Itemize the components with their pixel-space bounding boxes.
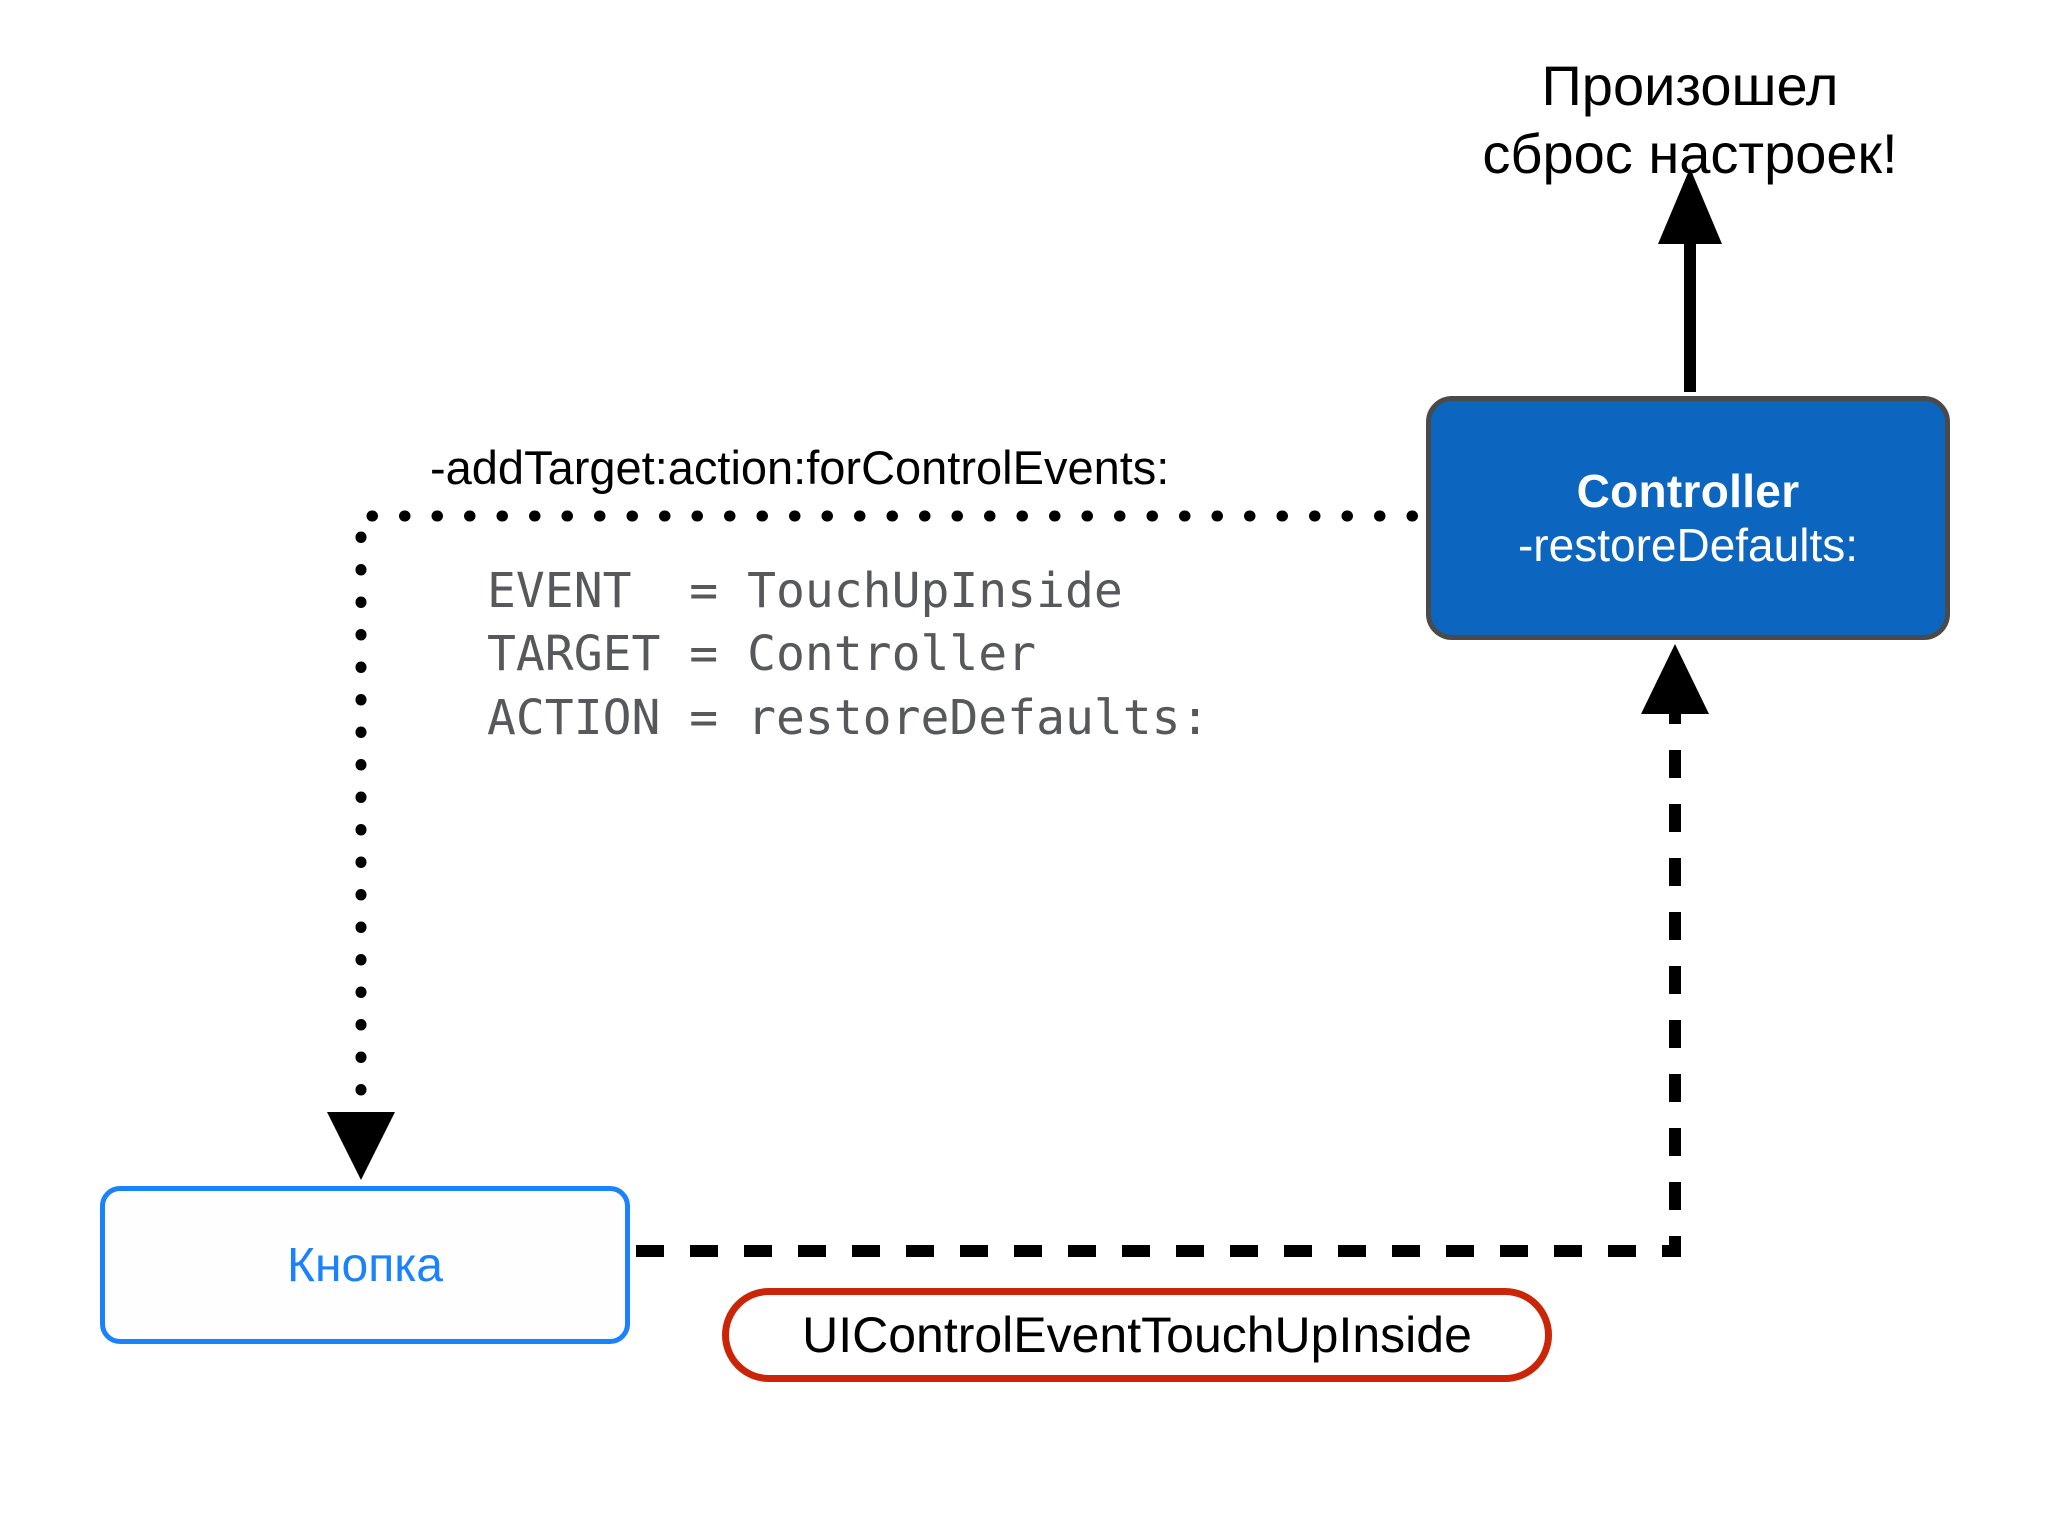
button-node[interactable]: Кнопка bbox=[100, 1186, 630, 1344]
event-pill-label: UIControlEventTouchUpInside bbox=[802, 1307, 1472, 1363]
controller-method: -restoreDefaults: bbox=[1517, 519, 1858, 571]
result-message: Произошел сброс настроек! bbox=[1482, 54, 1898, 186]
dispatch-path bbox=[636, 644, 1709, 1257]
selector-label: -addTarget:action:forControlEvents: bbox=[430, 441, 1170, 494]
registration-path bbox=[327, 510, 1451, 1180]
button-label: Кнопка bbox=[287, 1238, 443, 1292]
result-arrow bbox=[1658, 168, 1722, 392]
event-pill[interactable]: UIControlEventTouchUpInside bbox=[722, 1288, 1552, 1382]
controller-title: Controller bbox=[1576, 464, 1800, 517]
registration-code-block: EVENT = TouchUpInside TARGET = Controlle… bbox=[487, 563, 1210, 746]
controller-node[interactable]: Controller -restoreDefaults: bbox=[1426, 396, 1950, 640]
